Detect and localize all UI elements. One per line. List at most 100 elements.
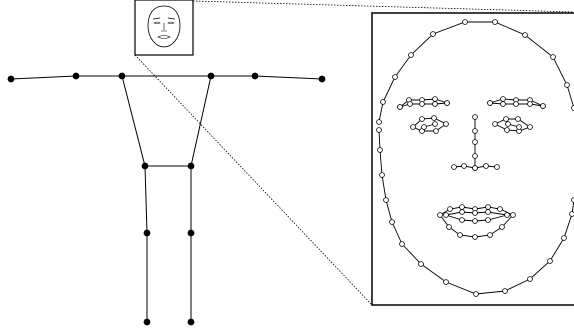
joint-lwrist <box>7 75 15 83</box>
thumbnail-nose <box>161 23 167 32</box>
body-skeleton <box>10 75 323 322</box>
outer-lip-point-7 <box>499 224 505 230</box>
joint-lelbow <box>72 72 80 80</box>
face-outline-lower-point-4 <box>389 219 395 225</box>
left-eye-inner-point-0 <box>505 121 511 127</box>
zoom-connector-top <box>192 0 574 13</box>
nose-bridge-point-3 <box>472 153 478 159</box>
joint-rwrist <box>318 75 326 83</box>
inner-lip-point-3 <box>485 209 491 215</box>
face-outline-point-5 <box>462 19 468 25</box>
nose-base-point-0 <box>451 164 457 170</box>
joint-lshoulder <box>118 72 126 80</box>
outer-lip-point-0 <box>437 212 443 218</box>
right-eye-point-3 <box>443 121 449 127</box>
face-outline-lower-point-3 <box>383 197 389 203</box>
face-outline-lower-point-1 <box>377 147 383 153</box>
right-eye-point-0 <box>410 124 416 130</box>
outer-lip-point-11 <box>446 224 452 230</box>
left-eyebrow-under-point-4 <box>540 103 546 109</box>
nose-bridge-point-0 <box>472 114 478 120</box>
left-eyebrow-under-point-0 <box>487 100 493 106</box>
face-outline-point-6 <box>492 19 498 25</box>
face-outline-lower-point-10 <box>527 276 533 282</box>
bone-lshoulder-lhip <box>121 75 146 167</box>
left-eyebrow-under-point-1 <box>500 101 506 107</box>
right-eyebrow-under-point-1 <box>407 101 413 107</box>
inner-lip-point-4 <box>504 212 510 218</box>
joint-rshoulder <box>207 72 215 80</box>
joint-lankle <box>143 318 151 326</box>
right-eyebrow-under-point-2 <box>419 101 425 107</box>
face-outline-point-2 <box>392 74 398 80</box>
outer-lip-point-10 <box>457 232 463 238</box>
outer-lip-point-9 <box>472 234 478 240</box>
right-eyebrow-under-point-0 <box>397 104 403 110</box>
face-outline-lower-point-11 <box>547 258 553 264</box>
outer-lip-point-1 <box>447 206 453 212</box>
zoom-connector-bottom <box>134 54 373 306</box>
face-outline-lower-point-6 <box>418 261 424 267</box>
face-outline-point-8 <box>550 54 556 60</box>
joint-lhip <box>141 162 149 170</box>
face-outline-lower-point-2 <box>379 172 385 178</box>
left-eye-point-0 <box>492 121 498 127</box>
left-eye-point-1 <box>503 116 509 122</box>
bone-relbow-rwrist <box>254 75 323 80</box>
outer-lip-point-6 <box>510 212 516 218</box>
joint-relbow <box>251 72 259 80</box>
bone-rshoulder-rhip <box>190 75 212 167</box>
right-eyebrow-under-point-3 <box>432 101 438 107</box>
joint-rhip <box>187 162 195 170</box>
face-outline-point-1 <box>380 99 386 105</box>
nose-base-point-4 <box>494 164 500 170</box>
nose-base-point-3 <box>483 163 489 169</box>
face-outline-point-9 <box>564 82 570 88</box>
outer-lip-point-2 <box>459 204 465 210</box>
nose-base-point-1 <box>461 163 467 169</box>
inner-lip-point-5 <box>485 217 491 223</box>
joint-rankle <box>187 318 195 326</box>
face-outline-point-4 <box>430 31 436 37</box>
zoom-connectors <box>134 0 574 306</box>
right-eye-point-1 <box>419 116 425 122</box>
face-outline-lower-point-13 <box>569 211 574 217</box>
thumbnail-brows <box>152 17 176 20</box>
bone-lhip-lknee <box>144 165 148 234</box>
inner-lip-point-6 <box>472 218 478 224</box>
joint-rknee <box>187 229 195 237</box>
face-outline-lower-point-5 <box>399 241 405 247</box>
left-eye-inner-point-1 <box>516 124 522 130</box>
right-eye-point-4 <box>433 128 439 134</box>
outer-lip-point-5 <box>497 206 503 212</box>
left-eye-point-3 <box>527 124 533 130</box>
right-eye-point-2 <box>431 115 437 121</box>
face-outline-point-3 <box>408 52 414 58</box>
nose-bridge-point-2 <box>472 139 478 145</box>
face-outline-lower-point-0 <box>376 127 382 133</box>
right-eyebrow-point-3 <box>432 96 438 102</box>
left-eyebrow-under-point-2 <box>513 101 519 107</box>
face-outline-lower-point-12 <box>561 235 567 241</box>
face-outline-lower-point-7 <box>443 279 449 285</box>
outer-lip-point-8 <box>487 232 493 238</box>
left-eyebrow-point-1 <box>500 96 506 102</box>
face-outline-point-0 <box>376 119 382 125</box>
face-landmark-points <box>376 19 574 297</box>
inner-lip-point-7 <box>459 217 465 223</box>
body-joints <box>7 72 326 326</box>
face-zoom-frame <box>371 12 574 306</box>
face-outline-lower-point-9 <box>502 288 508 294</box>
inner-lip-point-2 <box>472 210 478 216</box>
bone-lwrist-lelbow <box>10 75 77 80</box>
left-eye-point-5 <box>504 127 510 133</box>
joint-lknee <box>143 229 151 237</box>
thumbnail-eyes <box>153 21 175 24</box>
left-eyebrow-under-point-3 <box>527 101 533 107</box>
right-eyebrow-under-point-4 <box>444 100 450 106</box>
left-eye-point-2 <box>515 116 521 122</box>
face-thumbnail <box>134 0 194 56</box>
inner-lip-point-1 <box>459 209 465 215</box>
nose-base-point-2 <box>472 165 478 171</box>
